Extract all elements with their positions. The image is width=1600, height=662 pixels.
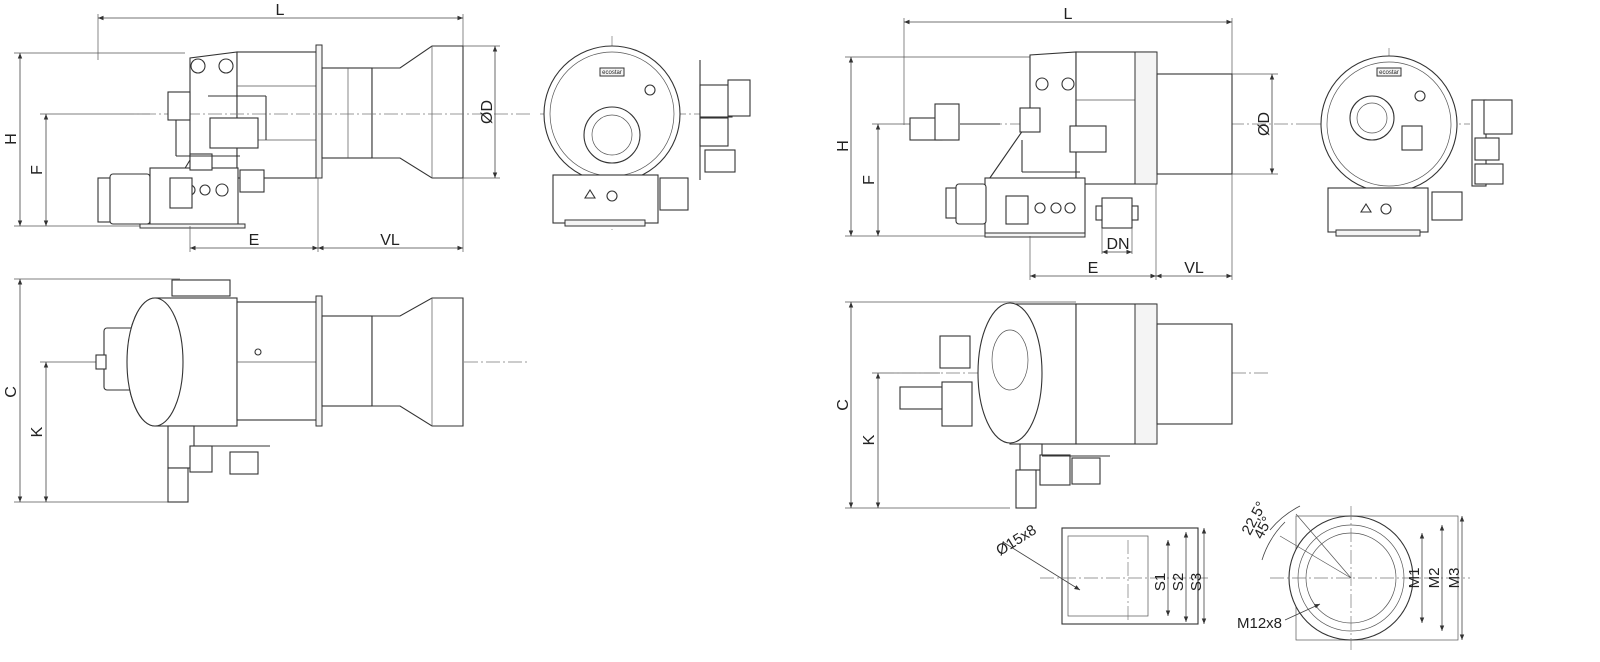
dim-E-label: E	[249, 232, 260, 249]
dim-L-label-right: L	[1064, 6, 1073, 23]
dim-D-label: ØD	[479, 100, 496, 124]
dim-S2-label: S2	[1170, 573, 1187, 591]
right-burner-side-view: L H F	[835, 6, 1310, 280]
dim-D-label-right: ØD	[1256, 112, 1273, 136]
right-burner-top-view: C K	[835, 301, 1270, 509]
round-flange-detail: 45° 22,5° M12x8 M1 M2 M3	[1237, 499, 1470, 650]
dim-H-label: H	[3, 133, 20, 145]
dim-M2-label: M2	[1426, 568, 1443, 589]
dim-VL-label-right: VL	[1184, 260, 1204, 277]
left-burner-front-view: ecostar	[540, 36, 751, 230]
dim-K-label: K	[29, 426, 46, 437]
brand-label: ecostar	[602, 70, 622, 76]
square-flange-detail: Ø15x8 S1 S2 S3	[993, 522, 1210, 625]
dim-E-label-right: E	[1088, 260, 1099, 277]
dim-M1-label: M1	[1406, 568, 1423, 589]
dim-C-label-right: C	[835, 399, 852, 411]
dim-S3-label: S3	[1188, 573, 1205, 591]
dim-VL-label: VL	[380, 232, 400, 249]
dim-C-label: C	[3, 386, 20, 398]
dim-M3-label: M3	[1446, 568, 1463, 589]
dim-DN-label: DN	[1106, 236, 1129, 253]
dim-F-label-right: F	[861, 175, 878, 185]
hole-callout-label: Ø15x8	[993, 522, 1039, 560]
left-burner-side-view: L H F	[3, 2, 530, 252]
dim-L-label: L	[276, 2, 285, 19]
dim-H-label-right: H	[835, 140, 852, 152]
left-burner-top-view: C K	[3, 278, 530, 503]
dim-S1-label: S1	[1152, 573, 1169, 591]
brand-label-right: ecostar	[1379, 70, 1399, 76]
right-burner-front-view: ecostar	[1310, 48, 1513, 237]
dim-F-label: F	[29, 165, 46, 175]
bolt-callout-label: M12x8	[1237, 615, 1282, 632]
dim-K-label-right: K	[861, 434, 878, 445]
